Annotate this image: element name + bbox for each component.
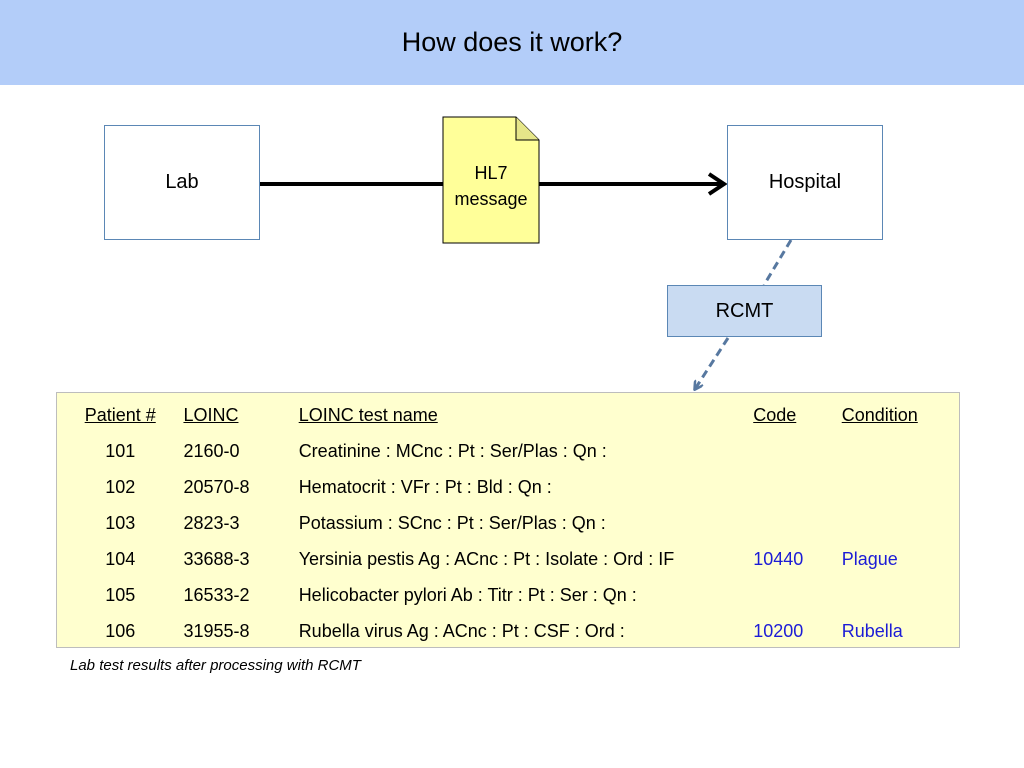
cell-condition: Rubella [841,620,903,641]
cell-test-name: Creatinine : MCnc : Pt : Ser/Plas : Qn : [298,440,607,461]
cell-loinc: 2160-0 [183,440,240,461]
rcmt-box: RCMT [667,285,822,337]
cell-test-name: Yersinia pestis Ag : ACnc : Pt : Isolate… [298,548,675,569]
header-code: Code [753,404,797,425]
table-header-row: Patient # LOINC LOINC test name Code Con… [65,397,959,433]
table-row: 105 16533-2 Helicobacter pylori Ab : Tit… [65,577,959,613]
cell-loinc: 31955-8 [183,620,250,641]
table-row: 101 2160-0 Creatinine : MCnc : Pt : Ser/… [65,433,959,469]
table-row: 103 2823-3 Potassium : SCnc : Pt : Ser/P… [65,505,959,541]
cell-code: 10440 [753,548,804,569]
cell-test-name: Rubella virus Ag : ACnc : Pt : CSF : Ord… [298,620,625,641]
cell-patient: 105 [105,584,136,605]
cell-code [745,469,833,505]
cell-patient: 106 [105,620,136,641]
cell-loinc: 20570-8 [183,476,250,497]
cell-condition [834,469,959,505]
message-line1: HL7 [474,163,508,183]
cell-patient: 104 [105,548,136,569]
cell-code: 10200 [753,620,804,641]
cell-test-name: Hematocrit : VFr : Pt : Bld : Qn : [298,476,552,497]
cell-condition [834,433,959,469]
arrowhead-icon [707,172,728,196]
hospital-to-rcmt-dashed-line [762,239,793,286]
hl7-message-document-icon [442,116,540,244]
cell-condition [834,505,959,541]
cell-patient: 101 [105,440,136,461]
cell-code [745,433,833,469]
cell-patient: 103 [105,512,136,533]
table-row: 104 33688-3 Yersinia pestis Ag : ACnc : … [65,541,959,577]
cell-loinc: 16533-2 [183,584,250,605]
cell-condition: Plague [841,548,898,569]
cell-loinc: 33688-3 [183,548,250,569]
hospital-box: Hospital [727,125,883,240]
table-row: 106 31955-8 Rubella virus Ag : ACnc : Pt… [65,613,959,649]
header-patient: Patient # [84,404,156,425]
cell-test-name: Potassium : SCnc : Pt : Ser/Plas : Qn : [298,512,606,533]
rcmt-label: RCMT [715,299,774,322]
lab-box: Lab [104,125,260,240]
cell-code [745,505,833,541]
hl7-message-label: HL7 message [443,160,539,212]
cell-test-name: Helicobacter pylori Ab : Titr : Pt : Ser… [298,584,637,605]
table-row: 102 20570-8 Hematocrit : VFr : Pt : Bld … [65,469,959,505]
slide-title: How does it work? [401,27,623,57]
cell-loinc: 2823-3 [183,512,240,533]
cell-condition [834,577,959,613]
hospital-label: Hospital [768,171,842,193]
header-condition: Condition [841,404,918,425]
results-table: Patient # LOINC LOINC test name Code Con… [65,397,959,649]
title-bar: How does it work? [0,0,1024,85]
header-loinc: LOINC [183,404,239,425]
rcmt-to-results-dashed-arrow [695,337,730,389]
document-fold-icon [515,117,539,141]
lab-label: Lab [165,171,199,193]
cell-code [745,577,833,613]
cell-patient: 102 [105,476,136,497]
message-line2: message [454,189,528,209]
results-panel: Patient # LOINC LOINC test name Code Con… [56,392,960,648]
table-caption: Lab test results after processing with R… [70,657,361,674]
header-test-name: LOINC test name [298,404,438,425]
